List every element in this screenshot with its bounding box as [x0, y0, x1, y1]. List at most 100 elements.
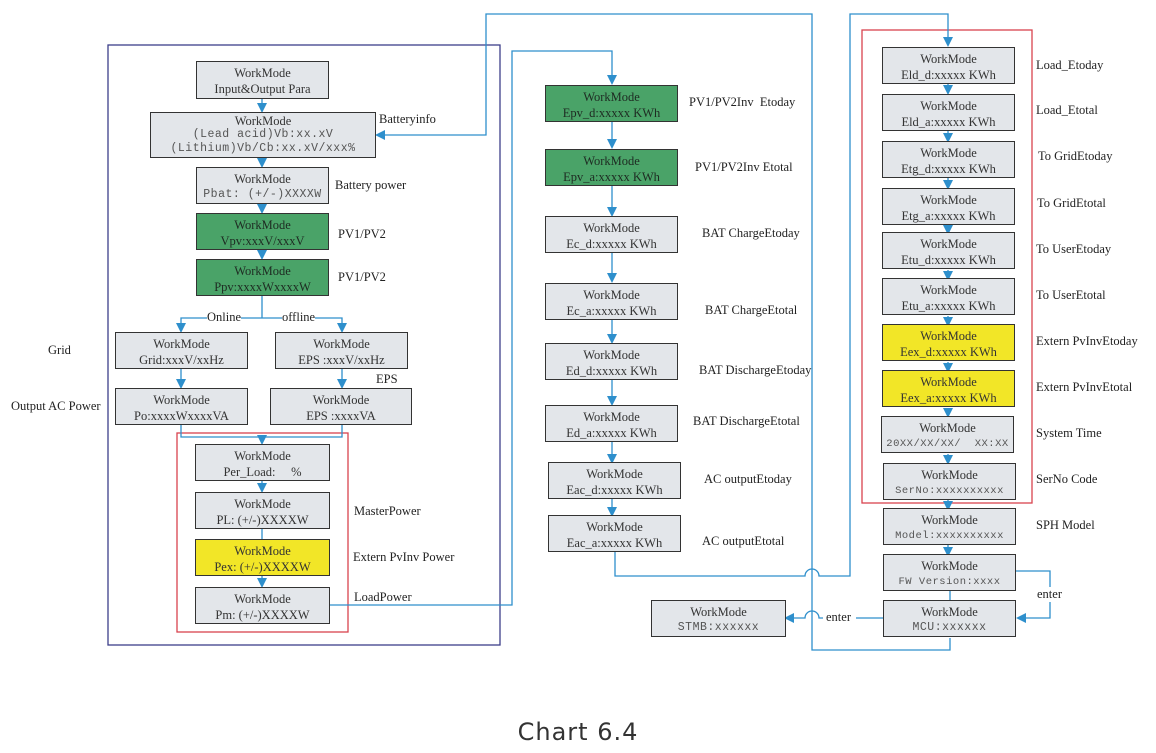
node-title: WorkMode — [583, 410, 640, 424]
frame-load-power-group — [176, 432, 349, 633]
node-value: Etu_a:xxxxx KWh — [901, 299, 996, 313]
node-value: Pex: (+/-)XXXXW — [214, 560, 311, 574]
label-offline: offline — [282, 310, 316, 325]
node-title: WorkMode — [234, 544, 291, 558]
node-value: Po:xxxxWxxxxVA — [134, 409, 229, 423]
node-title: WorkMode — [921, 559, 978, 573]
node-to-user-total: WorkMode Etu_a:xxxxx KWh — [882, 278, 1015, 315]
label-bat-discharge-etotal: BAT DischargeEtotal — [693, 414, 800, 428]
node-epv-total: WorkMode Epv_a:xxxxx KWh — [545, 149, 678, 186]
node-title: WorkMode — [234, 66, 291, 80]
node-value: Epv_a:xxxxx KWh — [563, 170, 660, 184]
node-value: Ed_a:xxxxx KWh — [566, 426, 657, 440]
node-value: Input&Output Para — [214, 82, 311, 96]
node-value: 20XX/XX/XX/ XX:XX — [886, 438, 1009, 450]
node-title: WorkMode — [586, 467, 643, 481]
node-value: Vpv:xxxV/xxxV — [220, 234, 305, 248]
node-value: Eld_d:xxxxx KWh — [901, 68, 996, 82]
node-title: WorkMode — [920, 193, 977, 207]
node-ppv: WorkMode Ppv:xxxxWxxxxW — [196, 259, 329, 296]
node-value: STMB:xxxxxx — [677, 621, 760, 634]
node-title: WorkMode — [920, 283, 977, 297]
node-title: WorkMode — [586, 520, 643, 534]
label-grid: Grid — [48, 343, 71, 357]
node-value: Etg_d:xxxxx KWh — [901, 162, 996, 176]
node-title: WorkMode — [153, 393, 210, 407]
frame-input-output-group — [107, 44, 501, 646]
node-title: WorkMode — [921, 513, 978, 527]
node-fw-version: WorkMode FW Version:xxxx — [883, 554, 1016, 591]
node-to-grid-today: WorkMode Etg_d:xxxxx KWh — [882, 141, 1015, 178]
node-value: EPS :xxxV/xxHz — [298, 353, 385, 367]
node-load-today: WorkMode Eld_d:xxxxx KWh — [882, 47, 1015, 84]
node-title: WorkMode — [583, 154, 640, 168]
node-per-load: WorkMode Per_Load: % — [195, 444, 330, 481]
label-load-power: LoadPower — [354, 590, 412, 604]
node-discharge-total: WorkMode Ed_a:xxxxx KWh — [545, 405, 678, 442]
label-enter-fw-to-mcu: enter — [1037, 587, 1062, 602]
node-value: MCU:xxxxxx — [912, 621, 987, 634]
label-sph-model: SPH Model — [1036, 518, 1095, 532]
label-system-time: System Time — [1036, 426, 1102, 440]
node-extern-pvinv-total: WorkMode Eex_a:xxxxx KWh — [882, 370, 1015, 407]
node-title: WorkMode — [153, 337, 210, 351]
connector-merge — [180, 424, 343, 438]
node-value: Etu_d:xxxxx KWh — [901, 253, 996, 267]
node-value: Ec_a:xxxxx KWh — [566, 304, 657, 318]
node-title: WorkMode — [921, 468, 978, 482]
node-value-2: (Lithium)Vb/Cb:xx.xV/xxx% — [170, 142, 356, 155]
node-vpv: WorkMode Vpv:xxxV/xxxV — [196, 213, 329, 250]
label-bat-charge-etoday: BAT ChargeEtoday — [702, 226, 800, 240]
node-value: Eex_d:xxxxx KWh — [900, 345, 997, 359]
node-title: WorkMode — [690, 605, 747, 619]
node-title: WorkMode — [920, 329, 977, 343]
node-value: Model:xxxxxxxxxx — [895, 530, 1004, 542]
node-value: Ec_d:xxxxx KWh — [566, 237, 657, 251]
label-load-etotal: Load_Etotal — [1036, 103, 1098, 117]
node-value: Eac_d:xxxxx KWh — [566, 483, 663, 497]
node-value: Epv_d:xxxxx KWh — [562, 106, 661, 120]
node-master-power: WorkMode PL: (+/-)XXXXW — [195, 492, 330, 529]
node-value: Pm: (+/-)XXXXW — [215, 608, 310, 622]
node-serial-number: WorkMode SerNo:xxxxxxxxxx — [883, 463, 1016, 500]
node-ac-output-total: WorkMode Eac_a:xxxxx KWh — [548, 515, 681, 552]
connector-loadpower-to-epv — [329, 50, 617, 606]
node-to-grid-total: WorkMode Etg_a:xxxxx KWh — [882, 188, 1015, 225]
node-extern-pvinv-today: WorkMode Eex_d:xxxxx KWh — [882, 324, 1015, 361]
label-to-grid-etoday: To GridEtoday — [1038, 149, 1113, 163]
node-charge-today: WorkMode Ec_d:xxxxx KWh — [545, 216, 678, 253]
label-output-ac-power: Output AC Power — [11, 399, 101, 413]
node-value: PL: (+/-)XXXXW — [216, 513, 309, 527]
node-title: WorkMode — [234, 218, 291, 232]
node-eps-voltage: WorkMode EPS :xxxV/xxHz — [275, 332, 408, 369]
node-model: WorkMode Model:xxxxxxxxxx — [883, 508, 1016, 545]
connector-eac-to-eld — [614, 13, 953, 577]
label-ac-output-etotal: AC outputEtotal — [702, 534, 785, 548]
node-input-output-para: WorkMode Input&Output Para — [196, 61, 329, 99]
label-pv-etoday: PV1/PV2Inv Etoday — [689, 95, 796, 109]
node-title: WorkMode — [920, 375, 977, 389]
label-pv-etotal: PV1/PV2Inv Etotal — [695, 160, 793, 174]
node-value: (Lead acid)Vb:xx.xV — [192, 128, 334, 141]
node-title: WorkMode — [919, 421, 976, 435]
label-extern-pvinv-power: Extern PvInv Power — [353, 550, 455, 564]
connector-mcu-to-batteryinfo — [375, 13, 951, 651]
node-epv-today: WorkMode Epv_d:xxxxx KWh — [545, 85, 678, 122]
node-title: WorkMode — [234, 497, 291, 511]
node-battery-info: WorkMode (Lead acid)Vb:xx.xV (Lithium)Vb… — [150, 112, 376, 158]
node-title: WorkMode — [920, 99, 977, 113]
node-pbat: WorkMode Pbat: (+/-)XXXXW — [196, 167, 329, 204]
node-stmb: WorkMode STMB:xxxxxx — [651, 600, 786, 637]
figure-caption: Chart 6.4 — [517, 718, 639, 746]
node-value: Per_Load: % — [223, 465, 302, 479]
node-value: Etg_a:xxxxx KWh — [901, 209, 996, 223]
node-title: WorkMode — [583, 221, 640, 235]
label-battery-power: Battery power — [335, 178, 407, 192]
node-eps-power: WorkMode EPS :xxxxVA — [270, 388, 412, 425]
node-title: WorkMode — [234, 449, 291, 463]
node-mcu: WorkMode MCU:xxxxxx — [883, 600, 1016, 637]
node-value: Eld_a:xxxxx KWh — [901, 115, 996, 129]
label-to-grid-etotal: To GridEtotal — [1037, 196, 1106, 210]
node-grid: WorkMode Grid:xxxV/xxHz — [115, 332, 248, 369]
